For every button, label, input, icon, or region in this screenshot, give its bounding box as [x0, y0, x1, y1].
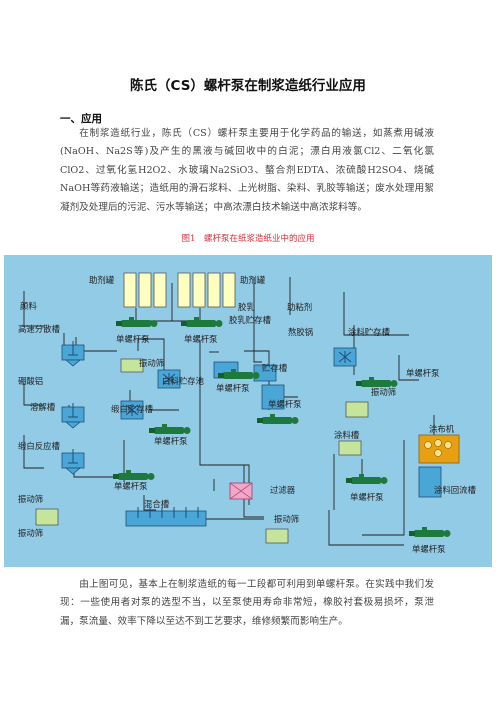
- filter-icon: [229, 482, 253, 500]
- vibrating-screen-label: 振动筛: [371, 387, 396, 397]
- coating-return-tank-label: 涂料回流槽: [434, 485, 476, 495]
- page-title: 陈氏（CS）螺杆泵在制浆造纸行业应用: [130, 78, 366, 94]
- satin-white-storage-label: 缎白贮存槽: [111, 404, 153, 414]
- mixing-tank-label: 混合槽: [144, 499, 170, 509]
- additive-tank-label: 助剂罐: [89, 275, 115, 285]
- dissolving-tank-icon: [61, 402, 85, 429]
- closing-paragraph: 由上图可见，基本上在制浆造纸的每一工段都可利用到单螺杆泵。在实践中我们发现：一些…: [60, 579, 434, 627]
- pump-label: 单螺杆泵: [412, 544, 446, 554]
- coating-storage-label: 涂料贮存槽: [348, 327, 390, 337]
- dissolving-tank-label: 溶解槽: [30, 402, 56, 412]
- additive-tank-label: 助剂罐: [240, 275, 266, 285]
- process-flow-diagram: 助剂罐 助剂罐 颜料 高速分散槽 单螺杆泵 单螺杆泵 胶乳 助粘剂 胶乳贮存槽 …: [4, 255, 492, 567]
- additive-tanks: [123, 272, 236, 308]
- vibrating-screen-label: 振动筛: [139, 358, 164, 368]
- latex-label: 胶乳: [238, 302, 255, 312]
- coating-tank-label: 涂料槽: [334, 430, 360, 440]
- storage-tank-label: 贮存槽: [262, 363, 288, 373]
- pump-label: 单螺杆泵: [406, 368, 440, 378]
- ammonium-salt-label: 硼酸铝: [18, 376, 43, 386]
- figure-caption: 图1 螺杆泵在纸浆造纸业中的应用: [181, 234, 315, 244]
- satin-white-reactor-label: 缎白反应槽: [18, 441, 60, 451]
- pigment-label: 颜料: [20, 301, 37, 311]
- pump-label: 单螺杆泵: [216, 383, 250, 393]
- vibrating-screen-label: 振动筛: [18, 528, 43, 538]
- pump-label: 单螺杆泵: [114, 481, 148, 491]
- filter-label: 过滤器: [270, 485, 296, 495]
- pump-label: 单螺杆泵: [350, 492, 384, 502]
- reactor-tank-icon: [61, 448, 85, 475]
- adhesive-kettle-label: 熬胶锅: [288, 327, 313, 337]
- coating-storage-tank-icon: [333, 347, 357, 367]
- pump-label: 单螺杆泵: [116, 334, 150, 344]
- pump-label: 单螺杆泵: [184, 334, 218, 344]
- section-heading: 一、应用: [60, 113, 102, 125]
- latex-storage-label: 胶乳贮存槽: [229, 315, 271, 325]
- return-tank-icon: [418, 466, 442, 498]
- pump-label: 单螺杆泵: [268, 399, 302, 409]
- vibrating-screens: [35, 358, 369, 544]
- disperser-label: 高速分散槽: [18, 324, 60, 334]
- disperser-tank-icon: [61, 340, 85, 367]
- adhesive-label: 助粘剂: [287, 302, 312, 312]
- vibrating-screen-label: 振动筛: [274, 514, 299, 524]
- coater-label: 涂布机: [429, 424, 455, 434]
- white-storage-pool-label: 白料贮存池: [162, 376, 204, 386]
- storage-tank-icon: [261, 384, 285, 410]
- vibrating-screen-label: 振动筛: [18, 494, 43, 504]
- coater-icon: [418, 434, 460, 464]
- intro-paragraph: 在制浆造纸行业，陈氏（CS）螺杆泵主要用于化学药品的输送，如蒸煮用碱液(NaOH…: [60, 128, 434, 213]
- pump-label: 单螺杆泵: [154, 436, 188, 446]
